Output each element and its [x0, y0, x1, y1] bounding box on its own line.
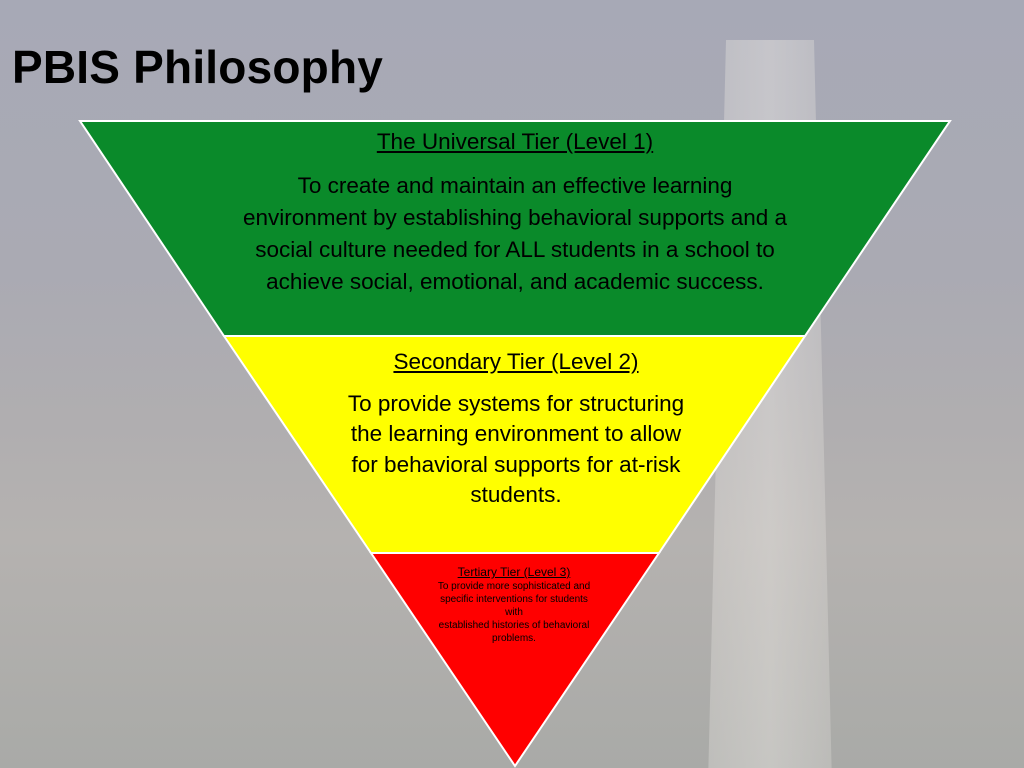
tier3-line: with: [505, 607, 523, 618]
tier2-description: To provide systems for structuring the l…: [347, 390, 685, 508]
tier3-band: [369, 552, 661, 768]
tier3-line: established histories of behavioral: [438, 620, 590, 631]
tier3-heading: Tertiary Tier (Level 3): [457, 565, 571, 579]
tier2-content: Secondary Tier (Level 2) To provide syst…: [336, 347, 696, 511]
slide-title: PBIS Philosophy: [12, 41, 384, 93]
tier1-heading: The Universal Tier (Level 1): [376, 129, 654, 154]
tier1-description: To create and maintain an effective lear…: [242, 173, 788, 294]
tier1-content: The Universal Tier (Level 1) To create a…: [240, 126, 790, 298]
tier2-heading: Secondary Tier (Level 2): [393, 349, 639, 374]
tier3-line: specific interventions for students: [440, 594, 588, 605]
tier3-content: Tertiary Tier (Level 3) To provide more …: [420, 565, 608, 645]
tier3-line: problems.: [492, 633, 536, 644]
tier3-line: To provide more sophisticated and: [437, 581, 591, 592]
